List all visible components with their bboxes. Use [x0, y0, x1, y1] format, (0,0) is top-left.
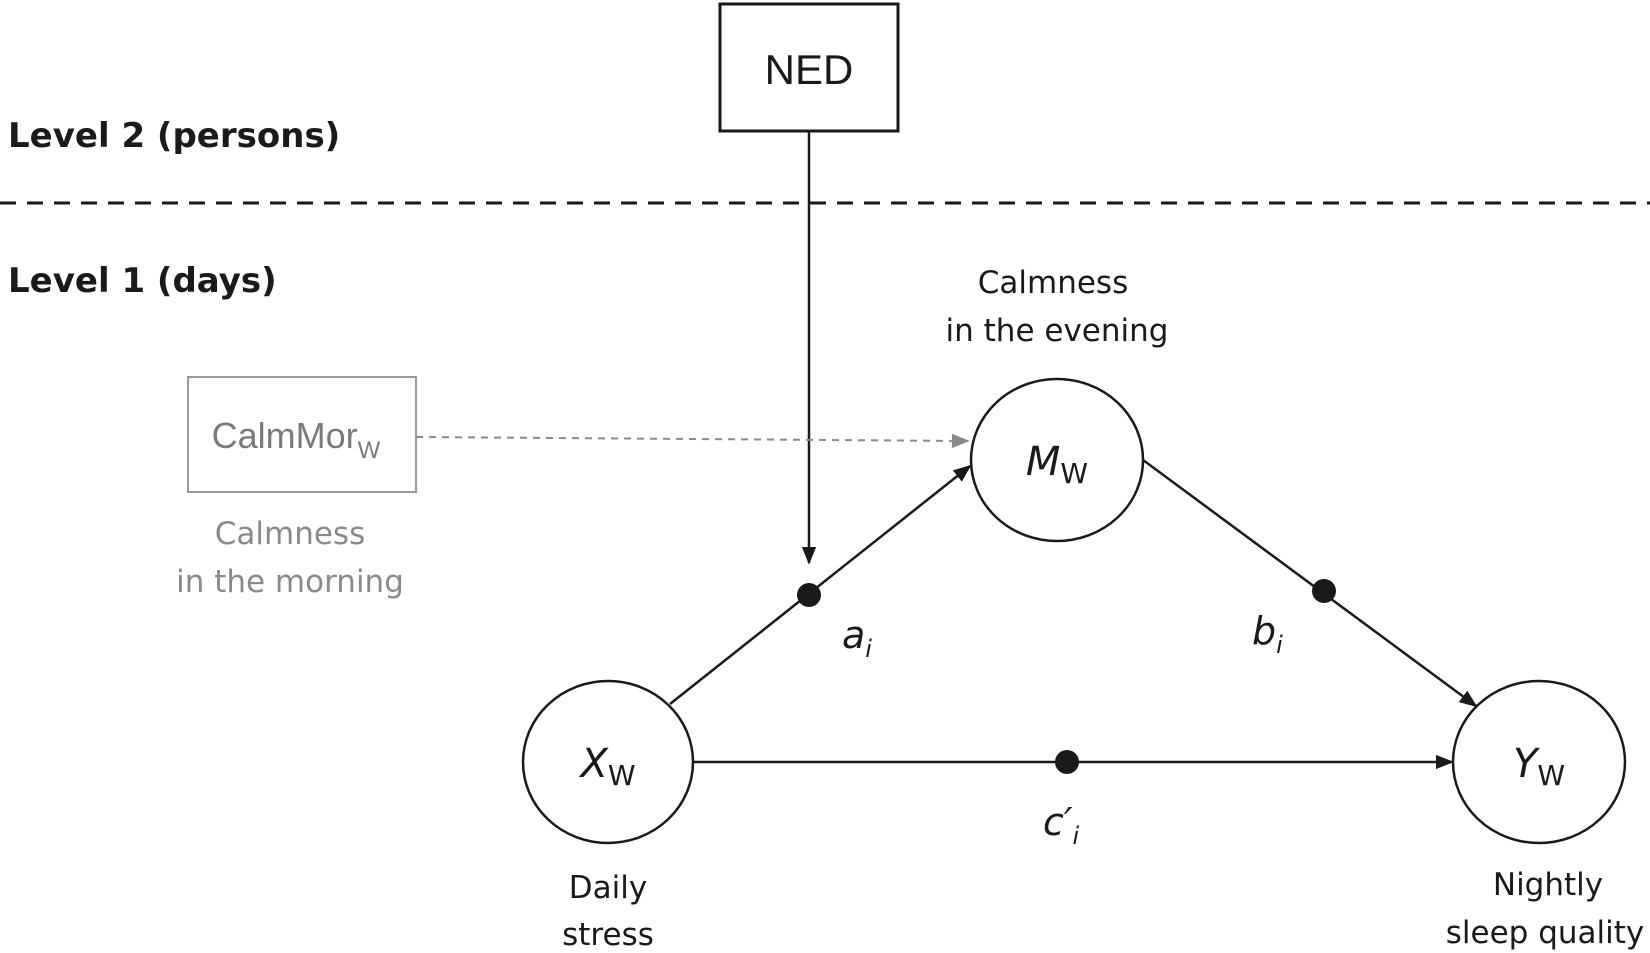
level-1-label: Level 1 (days): [8, 261, 277, 301]
predictor-caption-line2: stress: [562, 917, 654, 953]
moderator-box: [718, 2, 900, 133]
mediator-caption-line2: in the evening: [946, 313, 1169, 349]
path-a-label: ai: [842, 613, 872, 663]
predictor-node: [521, 679, 695, 845]
mediator-label: MW: [1026, 439, 1088, 490]
path-a-node: [797, 583, 821, 607]
path-a-arrow: [669, 464, 972, 705]
predictor-label: XW: [578, 741, 635, 792]
outcome-caption-line1: Nightly: [1493, 867, 1603, 903]
outcome-label: YW: [1513, 741, 1565, 792]
covariate-caption-line2: in the morning: [176, 564, 404, 600]
path-b-arrow: [1142, 458, 1478, 708]
mediator-node: [969, 377, 1145, 543]
predictor-caption-line1: Daily: [569, 870, 647, 906]
path-b-node: [1312, 579, 1336, 603]
covariate-caption-line1: Calmness: [215, 516, 365, 552]
path-c-node: [1055, 750, 1079, 774]
covariate-box: [187, 376, 417, 493]
outcome-caption-line2: sleep quality: [1446, 915, 1645, 951]
moderator-label: NED: [765, 46, 854, 93]
level-2-label: Level 2 (persons): [8, 116, 340, 156]
path-c-label: c′i: [1043, 800, 1080, 850]
path-b-label: bi: [1252, 609, 1283, 659]
outcome-node: [1451, 679, 1627, 845]
mediator-caption-line1: Calmness: [978, 265, 1128, 301]
covariate-label: CalmMorW: [212, 415, 381, 464]
covariate-arrow: [415, 433, 970, 449]
